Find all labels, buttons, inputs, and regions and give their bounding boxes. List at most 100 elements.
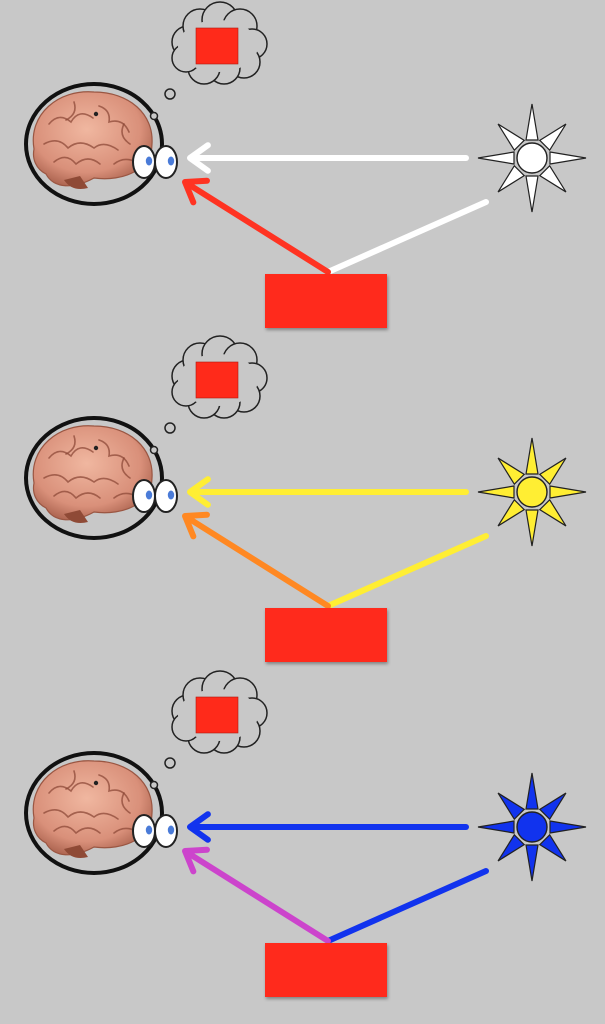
head-outline bbox=[24, 82, 164, 206]
sun-icon bbox=[477, 103, 587, 213]
thought-dot bbox=[149, 111, 159, 121]
pupil bbox=[145, 156, 153, 166]
brain-stem bbox=[64, 176, 88, 189]
brain-fold bbox=[48, 113, 94, 125]
brain-fold bbox=[43, 140, 119, 151]
perceived-square bbox=[195, 361, 239, 399]
reflected-light-ray bbox=[185, 181, 331, 275]
brain-fold bbox=[98, 439, 130, 467]
perceived-square bbox=[195, 696, 239, 734]
sun-ray bbox=[477, 151, 515, 165]
brain-fold bbox=[121, 123, 131, 145]
sun-ray bbox=[497, 792, 526, 821]
brain-dot bbox=[93, 111, 99, 117]
brain-fold bbox=[65, 101, 76, 121]
sun-ray bbox=[497, 833, 526, 862]
sun-disc bbox=[516, 811, 548, 843]
brain-fold bbox=[53, 490, 101, 500]
brain-with-eyes-icon bbox=[24, 82, 178, 206]
panel-blue bbox=[24, 670, 587, 997]
sun-ray bbox=[538, 164, 567, 193]
sun-icon bbox=[477, 437, 587, 547]
red-object bbox=[265, 608, 387, 662]
sun-ray bbox=[525, 509, 539, 547]
perceived-square bbox=[195, 27, 239, 65]
reflected-ray-arrowhead bbox=[182, 846, 210, 875]
sun-ray bbox=[549, 151, 587, 165]
brain-dot bbox=[93, 780, 99, 786]
sun-disc bbox=[516, 476, 548, 508]
red-object bbox=[265, 943, 387, 997]
brain-fold bbox=[43, 809, 119, 820]
sun-ray bbox=[497, 164, 526, 193]
red-object bbox=[265, 274, 387, 328]
sun-ray bbox=[538, 498, 567, 527]
direct-ray-arrowhead bbox=[187, 811, 211, 843]
brain-with-eyes-icon bbox=[24, 416, 178, 540]
incident-light-ray bbox=[325, 199, 489, 275]
sun-ray bbox=[538, 123, 567, 152]
pupil bbox=[167, 156, 175, 166]
sun-ray bbox=[549, 820, 587, 834]
head-outline bbox=[24, 416, 164, 540]
sun-disc bbox=[516, 142, 548, 174]
brain-fold bbox=[98, 774, 130, 802]
eye bbox=[154, 479, 178, 513]
brain-fold bbox=[121, 792, 131, 814]
sun-ray bbox=[549, 485, 587, 499]
sun-ray bbox=[497, 457, 526, 486]
thought-bubble-icon bbox=[149, 335, 268, 455]
reflected-ray-arrowhead bbox=[182, 511, 210, 540]
thought-dot bbox=[164, 88, 176, 100]
pupil bbox=[167, 490, 175, 500]
sun-ray bbox=[525, 175, 539, 213]
direct-ray-arrowhead bbox=[187, 476, 211, 508]
thought-bubble-icon bbox=[149, 670, 268, 790]
sun-ray bbox=[497, 498, 526, 527]
sun-ray bbox=[538, 457, 567, 486]
brain-fold bbox=[121, 457, 131, 479]
sun-ray bbox=[525, 103, 539, 141]
brain-fold bbox=[65, 770, 76, 790]
sun-ray bbox=[525, 844, 539, 882]
direct-ray-arrowhead bbox=[187, 142, 211, 174]
brain-with-eyes-icon bbox=[24, 751, 178, 875]
sun-icon bbox=[477, 772, 587, 882]
sun-ray bbox=[538, 833, 567, 862]
thought-dot bbox=[149, 445, 159, 455]
brain-fold bbox=[65, 435, 76, 455]
brain-stem bbox=[64, 510, 88, 523]
brain-fold bbox=[48, 782, 94, 794]
sun-ray bbox=[525, 437, 539, 475]
thought-bubble-icon bbox=[149, 1, 268, 121]
panel-yellow bbox=[24, 335, 587, 662]
head-outline bbox=[24, 751, 164, 875]
sun-ray bbox=[477, 820, 515, 834]
reflected-ray-arrowhead bbox=[182, 177, 210, 206]
brain-fold bbox=[53, 156, 101, 166]
pupil bbox=[145, 490, 153, 500]
thought-dot bbox=[164, 757, 176, 769]
brain-fold bbox=[43, 474, 119, 485]
eye bbox=[154, 145, 178, 179]
sun-ray bbox=[538, 792, 567, 821]
panel-white bbox=[24, 1, 587, 328]
pupil bbox=[145, 825, 153, 835]
incident-light-ray bbox=[325, 533, 489, 609]
incident-light-ray bbox=[325, 868, 489, 944]
sun-ray bbox=[477, 485, 515, 499]
brain-stem bbox=[64, 845, 88, 858]
pupil bbox=[167, 825, 175, 835]
reflected-light-ray bbox=[185, 515, 331, 609]
brain-fold bbox=[53, 825, 101, 835]
thought-dot bbox=[149, 780, 159, 790]
brain-dot bbox=[93, 445, 99, 451]
brain-fold bbox=[48, 447, 94, 459]
eye bbox=[154, 814, 178, 848]
reflected-light-ray bbox=[185, 850, 331, 944]
thought-dot bbox=[164, 422, 176, 434]
sun-ray bbox=[497, 123, 526, 152]
sun-ray bbox=[525, 772, 539, 810]
brain-fold bbox=[98, 105, 130, 133]
